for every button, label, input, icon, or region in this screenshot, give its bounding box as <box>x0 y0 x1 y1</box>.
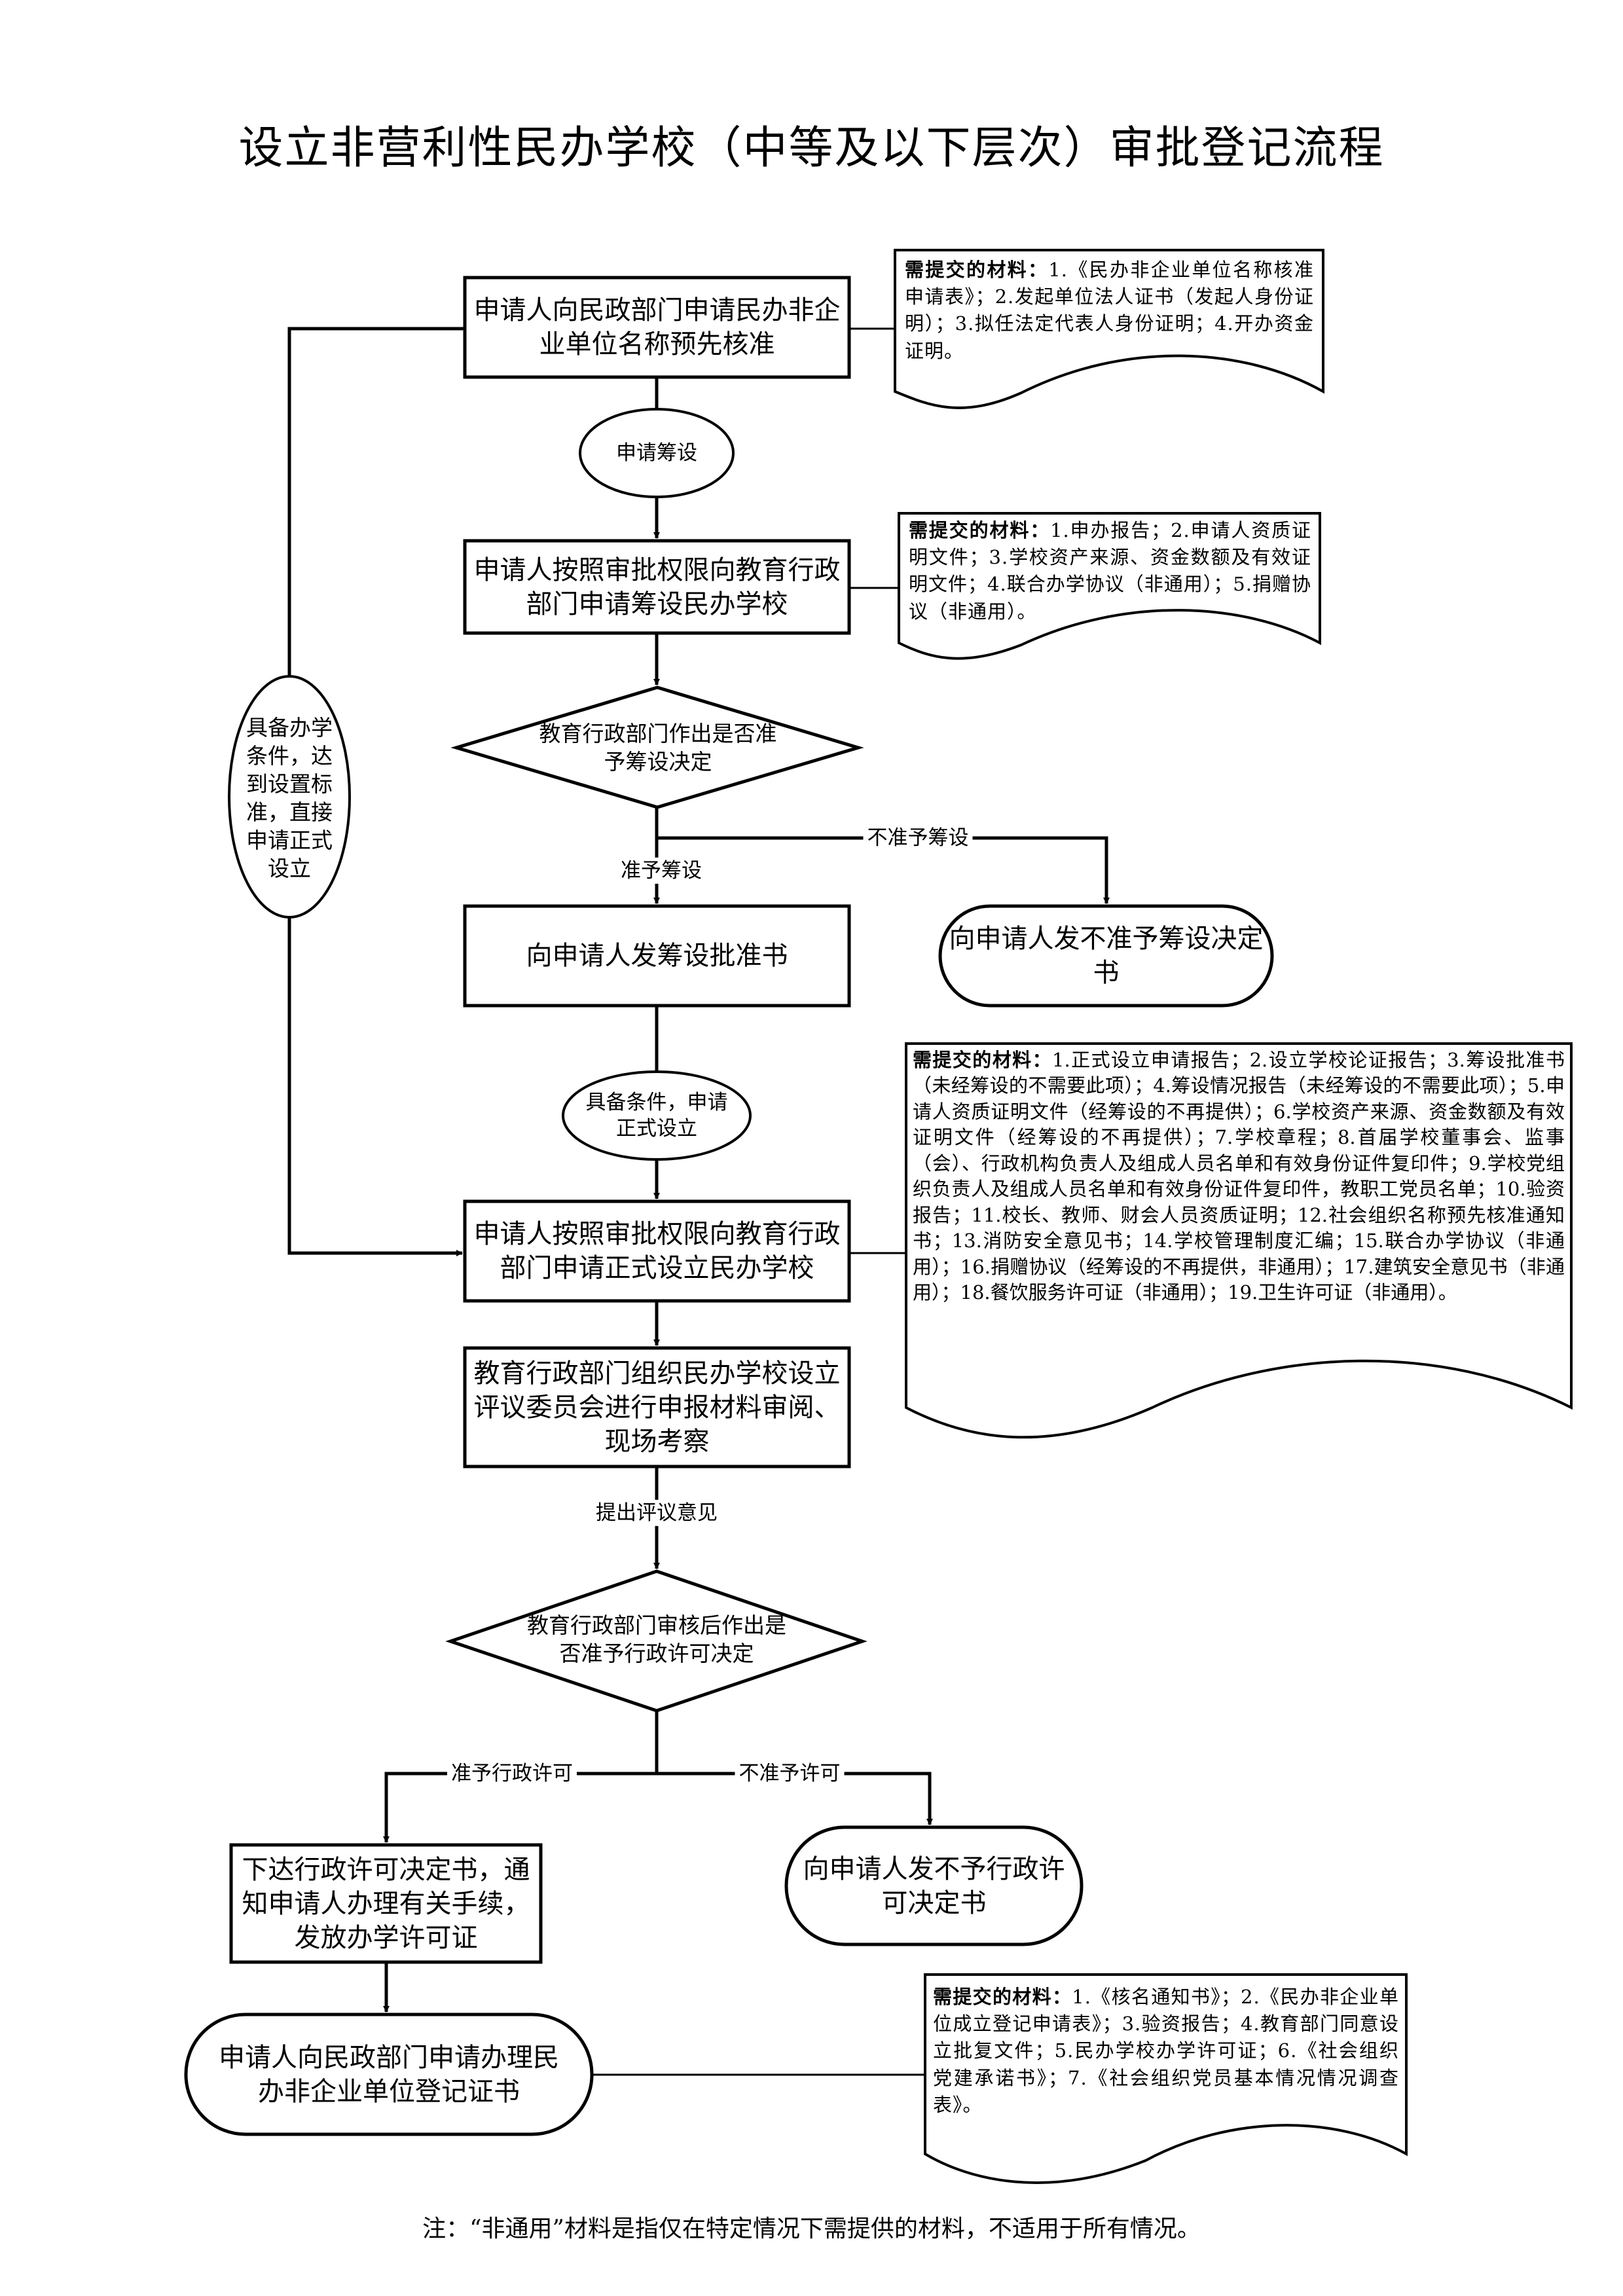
reject-prep-label: 不准予筹设 <box>863 824 973 852</box>
materials4-list: 1.《核名通知书》；2.《民办非企业单位成立登记申请表》；3.验资报告；4.教育… <box>933 1986 1399 2116</box>
materials2-doc <box>898 512 1321 660</box>
materials3-text: 需提交的材料：1.正式设立申请报告；2.设立学校论证报告；3.筹设批准书（未经筹… <box>913 1048 1565 1305</box>
materials1-text: 需提交的材料：1.《民办非企业单位名称核准申请表》；2.发起单位法人证书（发起人… <box>905 257 1314 365</box>
step3-text: 向申请人发筹设批准书 <box>526 941 788 971</box>
step4-text: 申请人按照审批权限向教育行政部门申请正式设立民办学校 <box>473 1219 841 1283</box>
step2-text: 申请人按照审批权限向教育行政部门申请筹设民办学校 <box>473 555 841 619</box>
direct-apply-text: 具备办学条件，达到设置标准，直接申请正式设立 <box>246 715 333 881</box>
materials2-text: 需提交的材料：1.申办报告；2.申请人资质证明文件；3.学校资产来源、资金数额及… <box>909 517 1311 625</box>
materials1-list: 1.《民办非企业单位名称核准申请表》；2.发起单位法人证书（发起人身份证明）；3… <box>905 259 1314 362</box>
condition-text: 具备条件，申请正式设立 <box>585 1090 728 1140</box>
materials2-list: 1.申办报告；2.申请人资质证明文件；3.学校资产来源、资金数额及有效证明文件；… <box>909 519 1311 623</box>
reject1-terminal <box>938 904 1274 1008</box>
step7-text: 申请人向民政部门申请办理民办非企业单位登记证书 <box>219 2042 559 2107</box>
materials3-doc <box>905 1042 1573 1439</box>
materials3-list: 1.正式设立申请报告；2.设立学校论证报告；3.筹设批准书（未经筹设的不需要此项… <box>913 1049 1565 1303</box>
reject1-text: 向申请人发不准予筹设决定书 <box>949 924 1264 988</box>
step6-text: 下达行政许可决定书，通知申请人办理有关手续，发放办学许可证 <box>242 1854 530 1953</box>
materials-heading: 需提交的材料： <box>909 519 1051 541</box>
reject-license-label: 不准予许可 <box>735 1760 845 1787</box>
step1-text: 申请人向民政部门申请民办非企业单位名称预先核准 <box>473 295 841 359</box>
materials-heading: 需提交的材料： <box>905 259 1049 281</box>
decision1-text: 教育行政部门作出是否准予筹设决定 <box>539 720 777 774</box>
page-title: 设立非营利性民办学校（中等及以下层次）审批登记流程 <box>238 122 1385 174</box>
reject2-terminal <box>784 1825 1084 1946</box>
materials-heading: 需提交的材料： <box>913 1049 1053 1071</box>
step5-text: 教育行政部门组织民办学校设立评议委员会进行申报材料审阅、现场考察 <box>473 1358 841 1457</box>
materials1-doc <box>894 249 1324 409</box>
materials4-doc <box>924 1973 1408 2184</box>
footnote: 注：“非通用”材料是指仅在特定情况下需提供的材料，不适用于所有情况。 <box>422 2215 1201 2242</box>
apply-prep-label: 申请筹设 <box>616 441 697 465</box>
approve-prep-label: 准予筹设 <box>617 857 706 884</box>
decision2-text: 教育行政部门审核后作出是否准予行政许可决定 <box>527 1613 786 1666</box>
opinion-label: 提出评议意见 <box>592 1499 721 1527</box>
reject2-text: 向申请人发不予行政许可决定书 <box>803 1853 1065 1918</box>
materials-heading: 需提交的材料： <box>933 1986 1072 2008</box>
approve-license-label: 准予行政许可 <box>447 1760 577 1787</box>
materials4-text: 需提交的材料：1.《核名通知书》；2.《民办非企业单位成立登记申请表》；3.验资… <box>933 1984 1399 2119</box>
